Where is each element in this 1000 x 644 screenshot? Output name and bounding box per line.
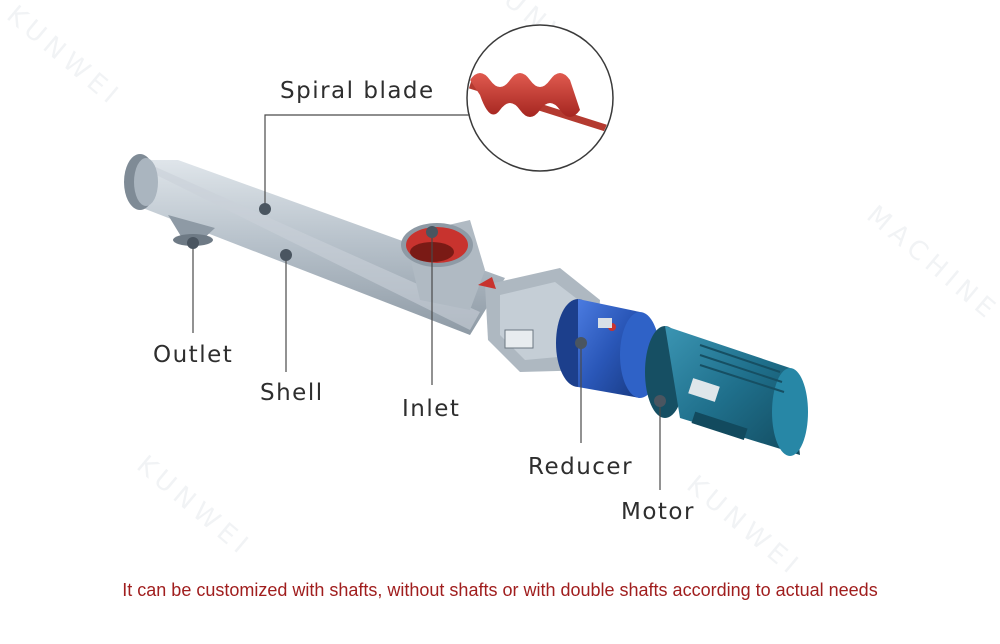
- label-outlet: Outlet: [153, 342, 233, 368]
- label-motor: Motor: [621, 499, 695, 525]
- spiral-blade-callout: [467, 25, 613, 171]
- motor-unit: [645, 326, 808, 456]
- reducer-unit: [556, 299, 660, 398]
- label-shell: Shell: [260, 380, 324, 406]
- label-inlet: Inlet: [402, 396, 460, 422]
- label-spiral-blade: Spiral blade: [280, 78, 435, 104]
- label-reducer: Reducer: [528, 454, 633, 480]
- caption-text: It can be customized with shafts, withou…: [0, 580, 1000, 601]
